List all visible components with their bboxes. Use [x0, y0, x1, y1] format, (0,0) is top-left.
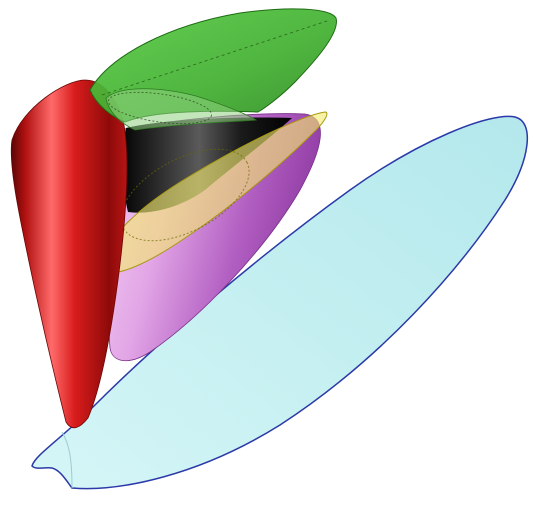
green-cone-surface	[90, 9, 336, 130]
red-cone-surface	[11, 80, 127, 428]
